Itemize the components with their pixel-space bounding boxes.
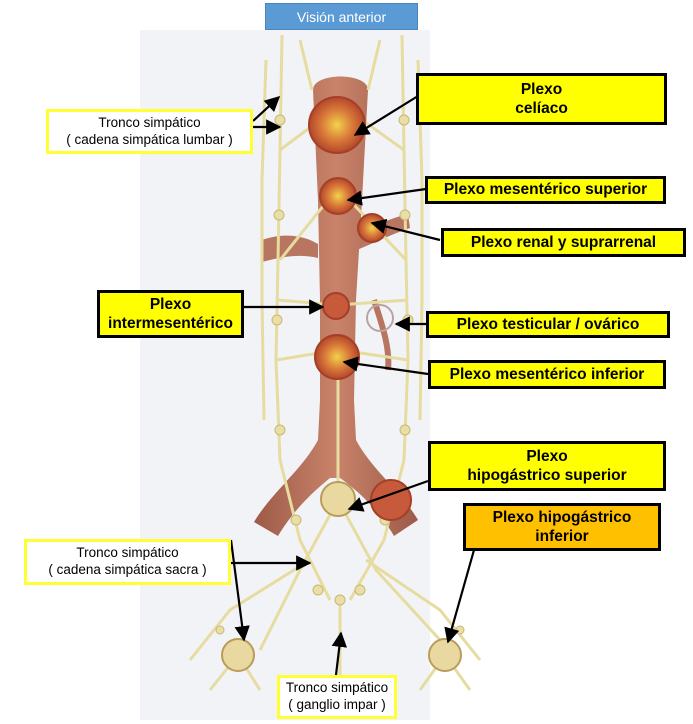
sacral-sympathetic-trunk-label: Tronco simpático( cadena simpática sacra… <box>24 539 231 585</box>
gonadal-plexus-marker <box>366 304 394 332</box>
inferior-mesenteric-plexus-label: Plexo mesentérico inferior <box>428 360 666 389</box>
superior-mesenteric-plexus-marker <box>319 177 357 215</box>
ganglion-impar-label: Tronco simpático( ganglio impar ) <box>277 675 397 719</box>
superior-hypogastric-plexus-marker <box>320 481 356 517</box>
celiac-plexus-marker <box>308 96 366 154</box>
renal-plexus-marker <box>357 213 387 243</box>
nerve-network <box>188 34 482 700</box>
left-inferior-hypogastric-plexus-marker <box>221 638 255 672</box>
label-arrows <box>229 95 476 676</box>
lumbar-sympathetic-trunk-label: Tronco simpático( cadena simpática lumba… <box>46 109 253 154</box>
plexus-markers <box>221 96 462 672</box>
superior-mesenteric-plexus-label: Plexo mesentérico superior <box>425 176 666 204</box>
testicular-ovarian-plexus-label: Plexo testicular / ovárico <box>426 311 670 338</box>
gonadal-vessel <box>371 299 392 371</box>
view-title: Visión anterior <box>265 3 418 30</box>
renal-suprarenal-plexus-label: Plexo renal y suprarrenal <box>441 228 686 257</box>
right-inferior-hypogastric-plexus-marker <box>428 638 462 672</box>
intermesenteric-plexus-marker <box>322 292 350 320</box>
inferior-mesenteric-plexus-marker <box>314 334 360 380</box>
